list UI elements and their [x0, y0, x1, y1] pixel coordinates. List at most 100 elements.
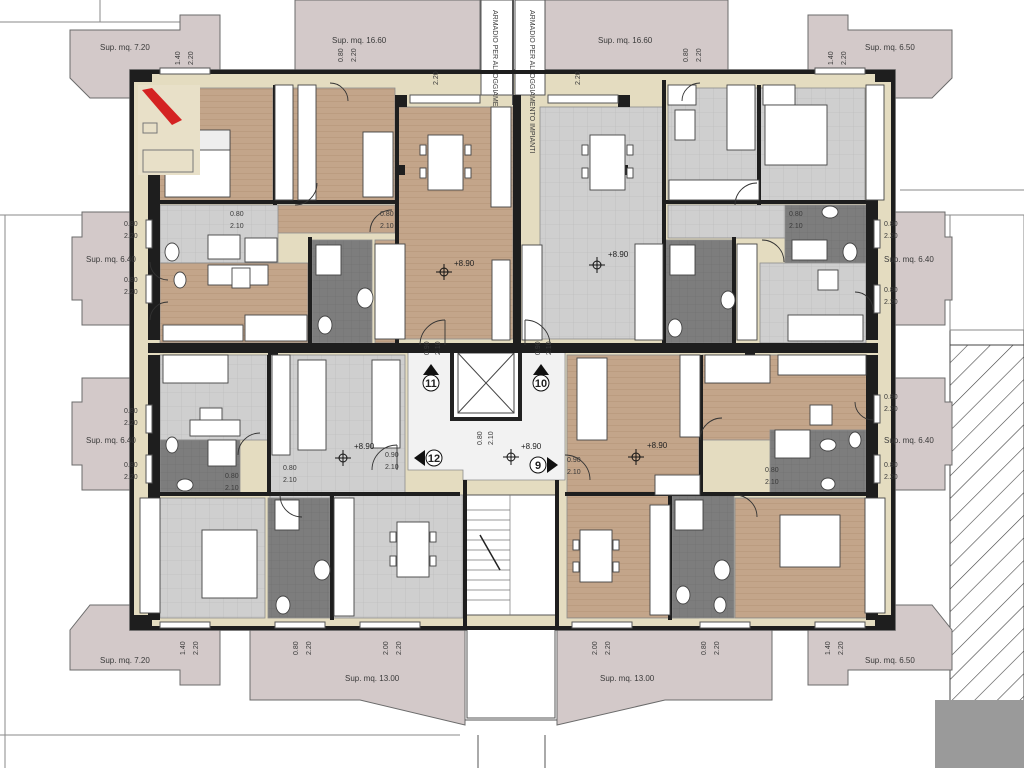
dim-door-3a: 0.80	[789, 211, 803, 218]
dim-sl-w: 0.80	[293, 641, 300, 655]
balcony-south-right-area: Sup. mq. 13.00	[600, 674, 655, 683]
dim-wl-b: 2.20	[124, 420, 138, 427]
service-shafts: ARMADIO PER ALLOGGIAMENTO IMPIANTI ARMAD…	[480, 0, 546, 153]
dim-door-9b: 2.10	[435, 341, 442, 355]
dim-sr-w: 2.00	[592, 641, 599, 655]
dim-door-4a: 0.80	[225, 473, 239, 480]
balcony-east-upper-area: Sup. mq. 6.40	[884, 255, 934, 264]
unit-9-marker	[529, 456, 547, 474]
dim-nl2-h: 2.20	[433, 71, 440, 85]
dim-door-1a: 0.80	[230, 211, 244, 218]
balcony-nw-area: Sup. mq. 7.20	[100, 43, 150, 52]
dim-ne-w: 1.40	[828, 51, 835, 65]
unit-numbers: 11 10 12 9	[414, 364, 558, 474]
level-se: +8.90	[647, 441, 668, 450]
windows	[145, 67, 881, 629]
dim-nl-w: 0.80	[338, 48, 345, 62]
shaft-label-right: ARMADIO PER ALLOGGIAMENTO IMPIANTI	[528, 10, 535, 153]
dim-eu-d: 2.20	[884, 299, 898, 306]
unit-10-marker	[532, 374, 550, 392]
stairwell	[464, 494, 558, 768]
adjacent-building-roof	[935, 214, 1024, 768]
dim-sl2-h: 2.20	[396, 641, 403, 655]
dim-eu-c: 0.80	[884, 287, 898, 294]
level-marker-icon	[503, 449, 519, 465]
dim-eu-b: 2.20	[884, 233, 898, 240]
dim-sr-h: 2.20	[605, 641, 612, 655]
dim-door-7b: 2.10	[385, 464, 399, 471]
dim-door-10a: 0.90	[535, 341, 542, 355]
dim-el-c: 0.80	[884, 462, 898, 469]
unit-10-number: 10	[535, 378, 547, 390]
furniture	[139, 84, 886, 617]
balcony-se-area: Sup. mq. 6.50	[865, 656, 915, 665]
balcony-south-left-area: Sup. mq. 13.00	[345, 674, 400, 683]
dim-door-7a: 0.90	[385, 452, 399, 459]
dim-door-4b: 2.10	[225, 485, 239, 492]
level-ne: +8.90	[608, 250, 629, 259]
dim-ne-h: 2.20	[841, 51, 848, 65]
unit-12-marker	[425, 449, 443, 467]
dim-sl-h: 2.20	[306, 641, 313, 655]
dim-se-w: 1.40	[825, 641, 832, 655]
dim-door-3b: 2.10	[789, 223, 803, 230]
dim-sw-h: 2.20	[193, 641, 200, 655]
dim-wu-a: 0.80	[124, 221, 138, 228]
balcony-sw-area: Sup. mq. 7.20	[100, 656, 150, 665]
dim-wl-d: 2.20	[124, 474, 138, 481]
unit-11-arrow-icon	[423, 364, 439, 375]
unit-9-arrow-icon	[547, 457, 558, 473]
level-sw: +8.90	[354, 442, 375, 451]
dim-door-5a: 0.80	[283, 465, 297, 472]
unit-11-number: 11	[425, 378, 437, 390]
dim-sr2-h: 2.20	[714, 641, 721, 655]
dim-door-9a: 0.90	[424, 341, 431, 355]
balconies	[69, 0, 953, 726]
dim-nr-h: 2.20	[696, 48, 703, 62]
dim-nw-w: 1.40	[175, 51, 182, 65]
unit-11-marker	[422, 374, 440, 392]
north-arrow-icon	[138, 85, 200, 175]
dim-door-8a: 0.90	[567, 457, 581, 464]
dim-sr2-w: 0.80	[701, 641, 708, 655]
dim-door-2a: 0.80	[380, 211, 394, 218]
balcony-labels: Sup. mq. 7.20 Sup. mq. 6.50 Sup. mq. 7.2…	[86, 36, 934, 683]
dim-door-2b: 2.10	[380, 223, 394, 230]
dim-nr-w: 0.80	[683, 48, 690, 62]
dim-lift-b: 2.10	[488, 431, 495, 445]
dim-nw-h: 2.20	[188, 51, 195, 65]
level-marker-icon	[628, 449, 644, 465]
level-markers: +8.90 +8.90 +8.90 +8.90 +8.90	[335, 250, 668, 466]
unit-12-number: 12	[428, 453, 440, 465]
dim-door-6b: 2.10	[765, 479, 779, 486]
dim-wl-a: 0.80	[124, 408, 138, 415]
dim-el-a: 0.80	[884, 394, 898, 401]
unit-9-number: 9	[535, 460, 541, 472]
balcony-ne-area: Sup. mq. 6.50	[865, 43, 915, 52]
elevator-shaft	[450, 345, 522, 421]
balcony-west-upper-area: Sup. mq. 6.40	[86, 255, 136, 264]
door-swings	[149, 82, 874, 518]
level-marker-icon	[589, 257, 605, 273]
dim-nl-h: 2.20	[351, 48, 358, 62]
balcony-north-right-area: Sup. mq. 16.60	[598, 36, 653, 45]
level-marker-icon	[335, 450, 351, 466]
level-nw: +8.90	[454, 259, 475, 268]
shaft-label-left: ARMADIO PER ALLOGGIAMENTO IMPIANTI	[491, 10, 498, 153]
dim-lift-a: 0.80	[477, 431, 484, 445]
dim-wl-c: 0.80	[124, 462, 138, 469]
balcony-north-left-area: Sup. mq. 16.60	[332, 36, 387, 45]
dim-door-10b: 2.10	[546, 341, 553, 355]
balcony-west-lower-area: Sup. mq. 6.40	[86, 436, 136, 445]
dim-nr2-h: 2.20	[575, 71, 582, 85]
dim-door-6a: 0.80	[765, 467, 779, 474]
dim-se-h: 2.20	[838, 641, 845, 655]
balcony-east-lower-area: Sup. mq. 6.40	[884, 436, 934, 445]
level-marker-icon	[436, 264, 452, 280]
dim-wu-d: 2.20	[124, 289, 138, 296]
level-landing: +8.90	[521, 442, 542, 451]
dim-door-1b: 2.10	[230, 223, 244, 230]
dim-eu-a: 0.80	[884, 221, 898, 228]
dim-door-5b: 2.10	[283, 477, 297, 484]
